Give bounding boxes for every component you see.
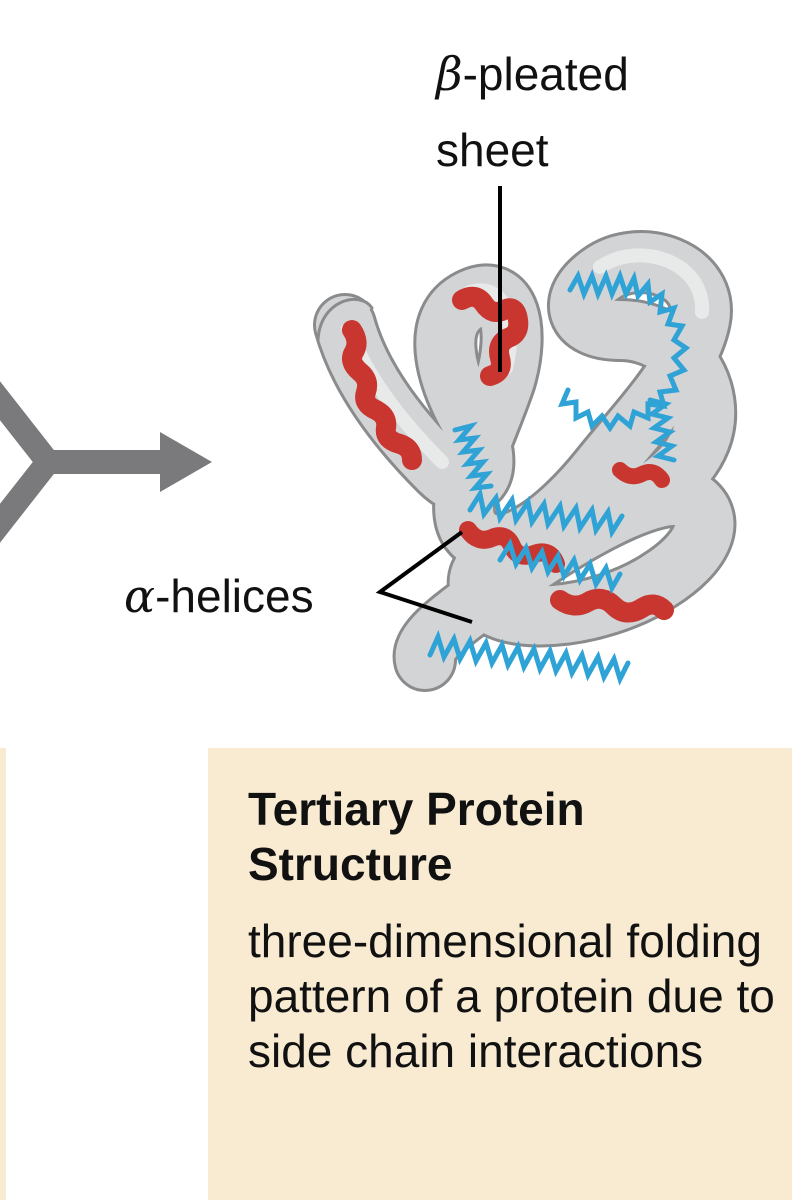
info-box-title: Tertiary Protein Structure [248,783,585,890]
previous-panel-box-edge [0,748,6,1200]
beta-sheet-label-line2: sheet [436,124,549,176]
alpha-helix-coils [427,269,691,686]
protein-illustration [0,186,738,692]
beta-strand-1 [342,320,422,470]
helix-middle-lower [497,537,623,595]
info-box: Tertiary Protein Structure three-dimensi… [208,748,792,1200]
tube-start-cap [316,298,374,342]
arrow-chevron [0,381,64,543]
helix-right [646,397,678,463]
helix-diagonal [467,487,625,539]
alpha-symbol: α [124,569,156,623]
helix-left [452,421,494,492]
transition-arrow-icon [0,381,212,543]
alpha-helices-label: α-helices [124,568,314,624]
alpha-leader-line [375,530,473,624]
leader-lines [375,186,502,624]
beta-sheet-label: β-pleated [436,46,629,102]
arrow-head [160,432,212,492]
helix-ring [557,269,691,433]
beta-strand-5 [612,462,670,488]
beta-strand-4 [550,588,674,623]
beta-label-text: -pleated [462,48,629,100]
beta-symbol: β [436,47,463,101]
info-box-description: three-dimensional folding pattern of a p… [248,915,775,1077]
alpha-label-text: -helices [155,570,314,622]
helix-bottom [427,629,631,686]
